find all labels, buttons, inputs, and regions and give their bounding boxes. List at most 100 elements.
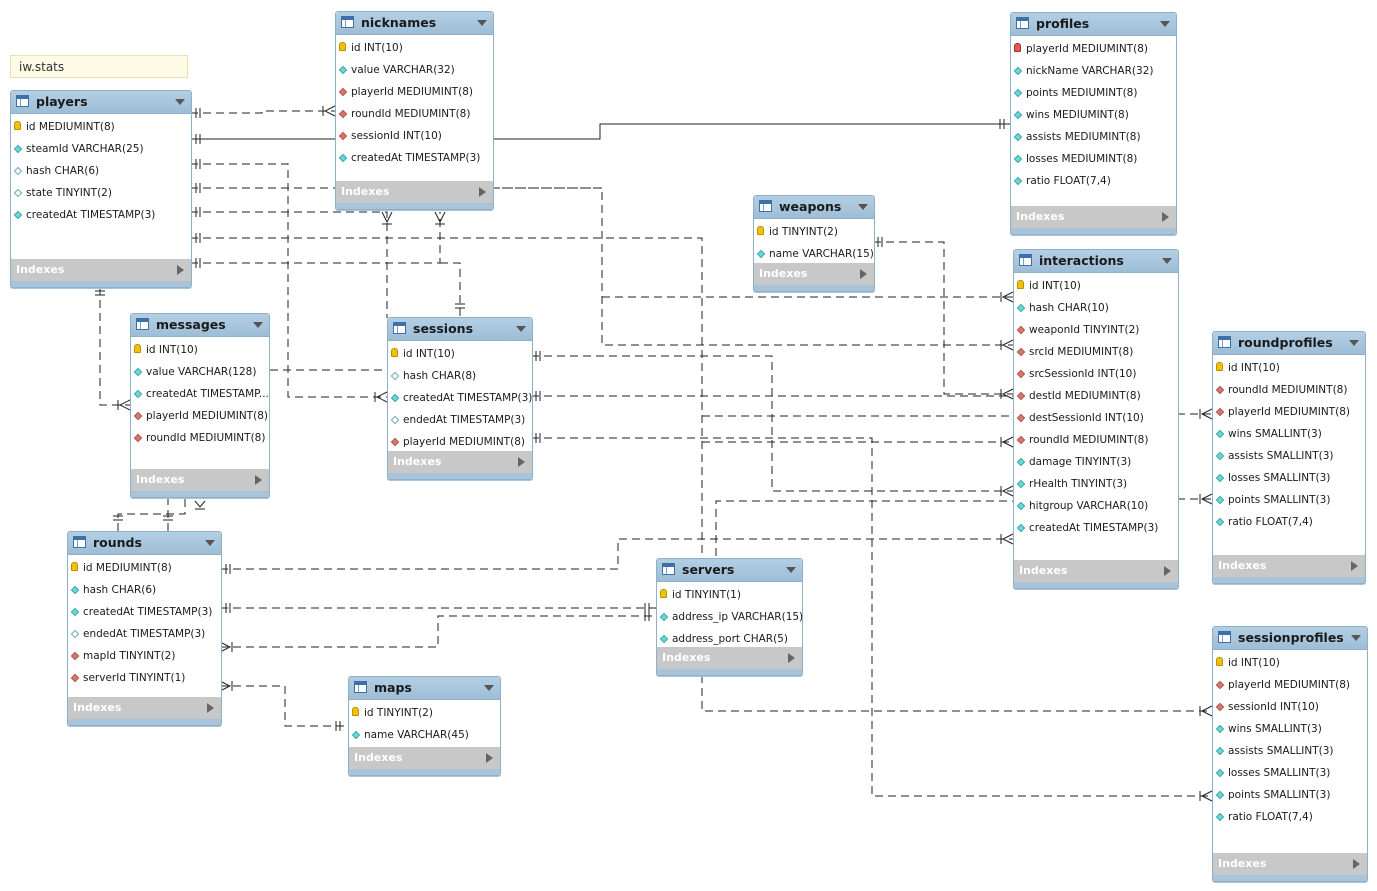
column-row[interactable]: roundId MEDIUMINT(8) (1014, 429, 1178, 451)
column-row[interactable]: id INT(10) (1213, 357, 1365, 379)
collapse-arrow-icon[interactable] (1162, 258, 1172, 264)
expand-arrow-icon[interactable] (255, 475, 262, 485)
table-header[interactable]: interactions (1014, 250, 1178, 273)
indexes-section[interactable]: Indexes (349, 747, 500, 769)
expand-arrow-icon[interactable] (207, 703, 214, 713)
column-row[interactable]: id INT(10) (388, 343, 532, 365)
relationship-players-sessionprofiles[interactable] (190, 211, 388, 318)
column-row[interactable]: createdAt TIMESTAMP(3) (388, 387, 532, 409)
table-header[interactable]: rounds (68, 532, 221, 555)
indexes-section[interactable]: Indexes (1213, 555, 1365, 577)
column-row[interactable]: hash CHAR(6) (11, 160, 191, 182)
relationship-maps-rounds[interactable] (220, 685, 348, 727)
column-row[interactable]: id TINYINT(1) (657, 584, 802, 606)
indexes-section[interactable]: Indexes (68, 697, 221, 719)
column-row[interactable]: destId MEDIUMINT(8) (1014, 385, 1178, 407)
relationship-sessions-sessionprofiles[interactable] (531, 437, 1212, 797)
column-row[interactable]: createdAt TIMESTAMP(3) (336, 147, 493, 169)
expand-arrow-icon[interactable] (177, 265, 184, 275)
expand-arrow-icon[interactable] (518, 457, 525, 467)
indexes-section[interactable]: Indexes (754, 263, 874, 285)
collapse-arrow-icon[interactable] (786, 567, 796, 573)
column-row[interactable]: playerId MEDIUMINT(8) (131, 405, 269, 427)
column-row[interactable]: damage TINYINT(3) (1014, 451, 1178, 473)
column-row[interactable]: value VARCHAR(128) (131, 361, 269, 383)
table-header[interactable]: nicknames (336, 12, 493, 35)
column-row[interactable]: id TINYINT(2) (754, 221, 874, 243)
table-header[interactable]: sessions (388, 318, 532, 341)
expand-arrow-icon[interactable] (860, 269, 867, 279)
column-row[interactable]: assists SMALLINT(3) (1213, 445, 1365, 467)
column-row[interactable]: playerId MEDIUMINT(8) (1213, 674, 1367, 696)
table-header[interactable]: weapons (754, 196, 874, 219)
indexes-section[interactable]: Indexes (131, 469, 269, 491)
table-header[interactable]: messages (131, 314, 269, 337)
column-row[interactable]: srcId MEDIUMINT(8) (1014, 341, 1178, 363)
column-row[interactable]: losses MEDIUMINT(8) (1011, 148, 1176, 170)
column-row[interactable]: ratio FLOAT(7,4) (1213, 806, 1367, 828)
collapse-arrow-icon[interactable] (1351, 635, 1361, 641)
collapse-arrow-icon[interactable] (484, 685, 494, 691)
table-header[interactable]: servers (657, 559, 802, 582)
collapse-arrow-icon[interactable] (253, 322, 263, 328)
column-row[interactable]: assists MEDIUMINT(8) (1011, 126, 1176, 148)
column-row[interactable]: playerId MEDIUMINT(8) (1213, 401, 1365, 423)
column-row[interactable]: roundId MEDIUMINT(8) (1213, 379, 1365, 401)
expand-arrow-icon[interactable] (479, 187, 486, 197)
column-row[interactable]: wins SMALLINT(3) (1213, 423, 1365, 445)
column-row[interactable]: id TINYINT(2) (349, 702, 500, 724)
relationship-players-profiles[interactable] (190, 123, 1010, 140)
relationship-players-nicknames[interactable] (190, 110, 335, 114)
collapse-arrow-icon[interactable] (205, 540, 215, 546)
column-row[interactable]: ratio FLOAT(7,4) (1213, 511, 1365, 533)
column-row[interactable]: mapId TINYINT(2) (68, 645, 221, 667)
collapse-arrow-icon[interactable] (1160, 21, 1170, 27)
collapse-arrow-icon[interactable] (516, 326, 526, 332)
column-row[interactable]: id MEDIUMINT(8) (68, 557, 221, 579)
relationship-servers-rounds-b[interactable] (220, 615, 656, 648)
collapse-arrow-icon[interactable] (477, 20, 487, 26)
column-row[interactable]: playerId MEDIUMINT(8) (1011, 38, 1176, 60)
collapse-arrow-icon[interactable] (858, 204, 868, 210)
expand-arrow-icon[interactable] (1162, 212, 1169, 222)
expand-arrow-icon[interactable] (1351, 561, 1358, 571)
relationship-weapons-interactions[interactable] (873, 241, 1013, 395)
column-row[interactable]: hash CHAR(10) (1014, 297, 1178, 319)
column-row[interactable]: wins MEDIUMINT(8) (1011, 104, 1176, 126)
table-header[interactable]: sessionprofiles (1213, 627, 1367, 650)
column-row[interactable]: rHealth TINYINT(3) (1014, 473, 1178, 495)
column-row[interactable]: sessionId INT(10) (1213, 696, 1367, 718)
column-row[interactable]: hash CHAR(8) (388, 365, 532, 387)
column-row[interactable]: endedAt TIMESTAMP(3) (388, 409, 532, 431)
column-row[interactable]: serverId TINYINT(1) (68, 667, 221, 689)
collapse-arrow-icon[interactable] (175, 99, 185, 105)
table-header[interactable]: roundprofiles (1213, 332, 1365, 355)
column-row[interactable]: createdAt TIMESTAMP(3) (68, 601, 221, 623)
column-row[interactable]: address_port CHAR(5) (657, 628, 802, 650)
relationship-sessions-interactions[interactable] (531, 355, 1013, 492)
expand-arrow-icon[interactable] (486, 753, 493, 763)
column-row[interactable]: sessionId INT(10) (336, 125, 493, 147)
column-row[interactable]: destSessionId INT(10) (1014, 407, 1178, 429)
column-row[interactable]: ratio FLOAT(7,4) (1011, 170, 1176, 192)
collapse-arrow-icon[interactable] (1349, 340, 1359, 346)
relationship-players-messages[interactable] (99, 287, 130, 406)
column-row[interactable]: id INT(10) (1014, 275, 1178, 297)
column-row[interactable]: address_ip VARCHAR(15) (657, 606, 802, 628)
table-header[interactable]: players (11, 91, 191, 114)
column-row[interactable]: points SMALLINT(3) (1213, 489, 1365, 511)
column-row[interactable]: roundId MEDIUMINT(8) (336, 103, 493, 125)
relationship-interactions-hitgroup[interactable] (715, 500, 1013, 556)
column-row[interactable]: hash CHAR(6) (68, 579, 221, 601)
relationship-players-sessions[interactable] (190, 163, 387, 398)
column-row[interactable]: createdAt TIMESTAMP... (131, 383, 269, 405)
column-row[interactable]: points SMALLINT(3) (1213, 784, 1367, 806)
indexes-section[interactable]: Indexes (336, 181, 493, 203)
